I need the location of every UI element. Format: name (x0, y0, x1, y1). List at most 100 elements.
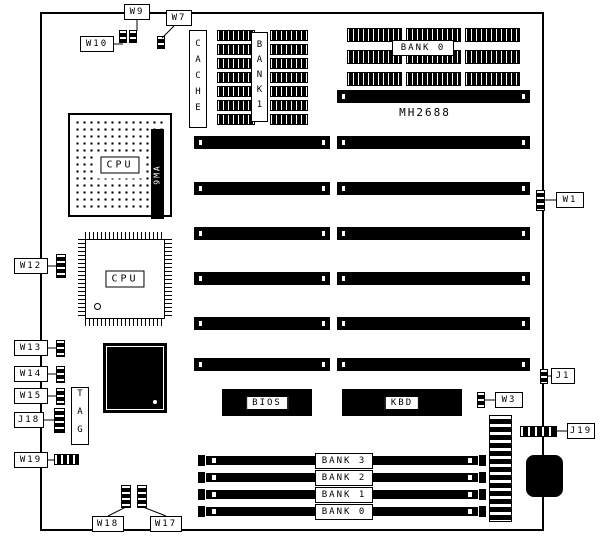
qfp-pins-left (78, 239, 85, 319)
dram-chip (347, 50, 402, 64)
simm-latch (198, 472, 205, 483)
jumper-w19 (54, 454, 79, 465)
label-j1: J1 (551, 368, 575, 384)
simm-bank2-label: BANK 2 (315, 470, 373, 486)
label-w9: W9 (124, 4, 150, 20)
dram-chip (406, 72, 461, 86)
keyboard-din-connector (526, 455, 563, 497)
simm-latch (479, 472, 486, 483)
label-w14: W14 (14, 366, 48, 382)
cache-chip (217, 44, 255, 55)
cache-chip (270, 114, 308, 125)
cache-chip (270, 30, 308, 41)
label-w1: W1 (556, 192, 584, 208)
cpu-qfp: CPU (78, 232, 172, 326)
isa-slot-segment (194, 182, 330, 195)
cache-chip (217, 72, 255, 83)
simm-latch (479, 489, 486, 500)
dram-chip (465, 28, 520, 42)
isa-slot-segment (337, 182, 530, 195)
header-j18 (54, 408, 65, 433)
label-w10: W10 (80, 36, 114, 52)
simm-bank1-label: BANK 1 (315, 487, 373, 503)
label-w19: W19 (14, 452, 48, 468)
jumper-w7 (157, 36, 165, 49)
jumper-w15 (56, 388, 65, 405)
label-j19: J19 (567, 423, 595, 439)
kbd-label: KBD (384, 395, 420, 410)
cache-chip (270, 86, 308, 97)
cache-bank1-label: BANK1 (251, 32, 268, 122)
header-j1 (540, 369, 548, 384)
isa-slot-segment (337, 272, 530, 285)
label-w3: W3 (495, 392, 523, 408)
simm-bank3-label: BANK 3 (315, 453, 373, 469)
bios-chip: BIOS (222, 389, 312, 416)
jumper-w14 (56, 366, 65, 383)
cpu-qfp-die: CPU (85, 239, 165, 319)
cache-title: CACHE (189, 30, 207, 128)
isa-slot-segment (194, 136, 330, 149)
vreg-bar: 9MA (151, 129, 164, 219)
qfp-pins-bottom (85, 319, 165, 326)
qfp-pins-top (85, 232, 165, 239)
dram-chip (465, 50, 520, 64)
cpu-pga-label: CPU (100, 156, 140, 174)
label-w15: W15 (14, 388, 48, 404)
jumper-w9-a (119, 30, 127, 43)
cache-chip (270, 100, 308, 111)
jumper-w9-b (129, 30, 137, 43)
simm-latch (198, 506, 205, 517)
kbd-controller-chip: KBD (342, 389, 462, 416)
power-header (489, 415, 512, 522)
jumper-w18 (121, 485, 131, 508)
isa-slot-segment (194, 317, 330, 330)
board-part-number: MH2688 (399, 106, 451, 119)
cache-chip (217, 114, 255, 125)
tag-ram-label: TAG (71, 387, 89, 445)
cache-chip (217, 58, 255, 69)
jumper-w12 (56, 254, 66, 278)
dram-bank0-label: BANK 0 (392, 40, 454, 56)
isa-slot-segment (194, 272, 330, 285)
isa-slot-segment (337, 90, 530, 103)
isa-slot-segment (194, 358, 330, 371)
isa-slot-segment (194, 227, 330, 240)
label-j18: J18 (14, 412, 44, 428)
header-j19 (520, 426, 557, 437)
dram-chip (406, 28, 461, 42)
cache-chip (270, 58, 308, 69)
cache-chip (270, 44, 308, 55)
isa-slot-segment (337, 358, 530, 371)
bios-label: BIOS (246, 395, 288, 410)
label-w17: W17 (150, 516, 182, 532)
cache-chip (217, 100, 255, 111)
jumper-w1 (536, 190, 545, 211)
cpu-socket-pga: CPU 9MA (68, 113, 172, 219)
label-w18: W18 (92, 516, 124, 532)
jumper-w13 (56, 340, 65, 357)
simm-latch (198, 455, 205, 466)
jumper-w3 (477, 392, 485, 408)
simm-latch (198, 489, 205, 500)
chipset-pin1-dot (153, 400, 157, 404)
isa-slot-segment (337, 136, 530, 149)
dram-chip (347, 72, 402, 86)
pin1-dot (94, 303, 101, 310)
label-w13: W13 (14, 340, 48, 356)
jumper-w17 (137, 485, 147, 508)
cpu-qfp-label: CPU (105, 270, 145, 288)
isa-slot-segment (337, 317, 530, 330)
simm-bank0-label: BANK 0 (315, 504, 373, 520)
cache-chip (270, 72, 308, 83)
label-w12: W12 (14, 258, 48, 274)
simm-latch (479, 455, 486, 466)
isa-slot-segment (337, 227, 530, 240)
label-w7: W7 (166, 10, 192, 26)
dram-chip (465, 72, 520, 86)
vreg-label: 9MA (153, 163, 163, 185)
qfp-pins-right (165, 239, 172, 319)
chipset-qfp (103, 343, 167, 413)
cache-chip (217, 86, 255, 97)
